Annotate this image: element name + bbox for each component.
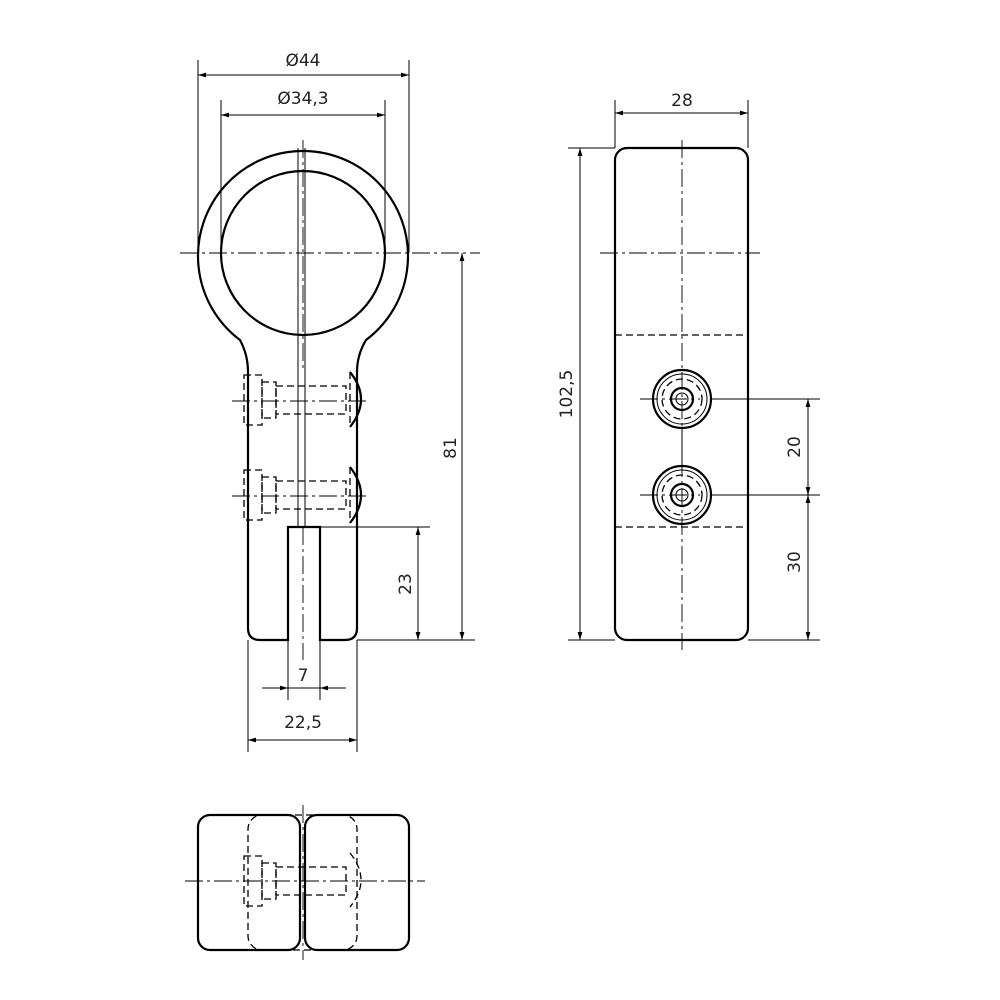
screw-lower xyxy=(232,466,370,524)
dim-body-width: 22,5 xyxy=(284,713,322,733)
dim-outer-diameter: Ø44 xyxy=(285,51,320,71)
dim-side-width: 28 xyxy=(671,91,693,111)
side-view: 28 102,5 20 30 xyxy=(557,91,820,650)
dim-screw-spacing: 20 xyxy=(785,436,805,458)
dim-total-height: 102,5 xyxy=(557,370,577,419)
dim-slot-depth: 23 xyxy=(396,573,416,595)
dim-height-to-center: 81 xyxy=(441,437,461,459)
screw-upper xyxy=(232,371,370,428)
dim-slot-width: 7 xyxy=(298,666,309,686)
dim-inner-diameter: Ø34,3 xyxy=(277,89,328,109)
bottom-view xyxy=(185,805,425,960)
dim-screw-to-bottom: 30 xyxy=(785,551,805,573)
front-view: Ø44 Ø34,3 81 23 7 22,5 xyxy=(180,51,480,752)
